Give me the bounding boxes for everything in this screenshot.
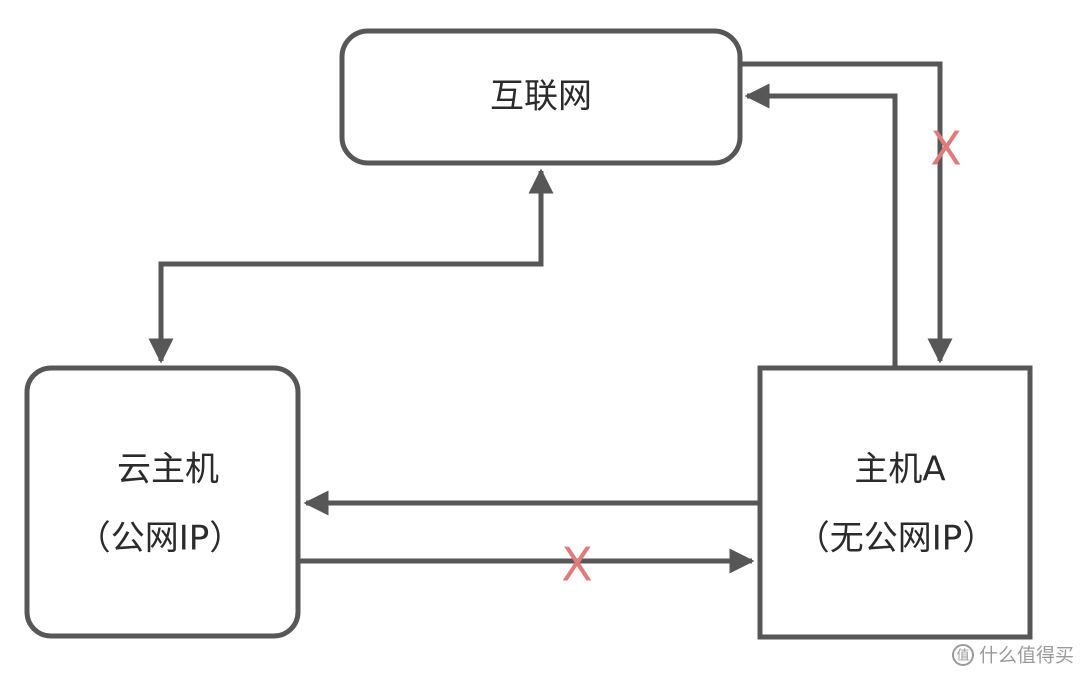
internet-label: 互联网 <box>490 77 592 117</box>
node-host-a: 主机A （无公网IP） <box>757 365 1033 640</box>
node-internet: 互联网 <box>339 28 743 166</box>
watermark: 值 什么值得买 <box>952 644 1074 667</box>
host-a-subtitle: （无公网IP） <box>796 519 997 559</box>
watermark-text: 什么值得买 <box>979 645 1074 667</box>
edge-hosta-to-internet <box>744 83 898 368</box>
blocked-mark-internet-to-hosta: X <box>930 122 962 176</box>
smzdm-logo-icon: 值 <box>952 644 974 666</box>
blocked-mark-cloud-to-hosta: X <box>561 538 593 592</box>
edge-cloud-internet <box>148 168 554 364</box>
cloud-host-subtitle: （公网IP） <box>77 519 244 559</box>
cloud-host-title: 云主机 <box>117 450 219 490</box>
host-a-title: 主机A <box>854 450 945 490</box>
node-cloud-host: 云主机 （公网IP） <box>24 365 301 639</box>
edge-internet-to-hosta <box>740 61 953 364</box>
svg-text:值: 值 <box>956 648 969 664</box>
